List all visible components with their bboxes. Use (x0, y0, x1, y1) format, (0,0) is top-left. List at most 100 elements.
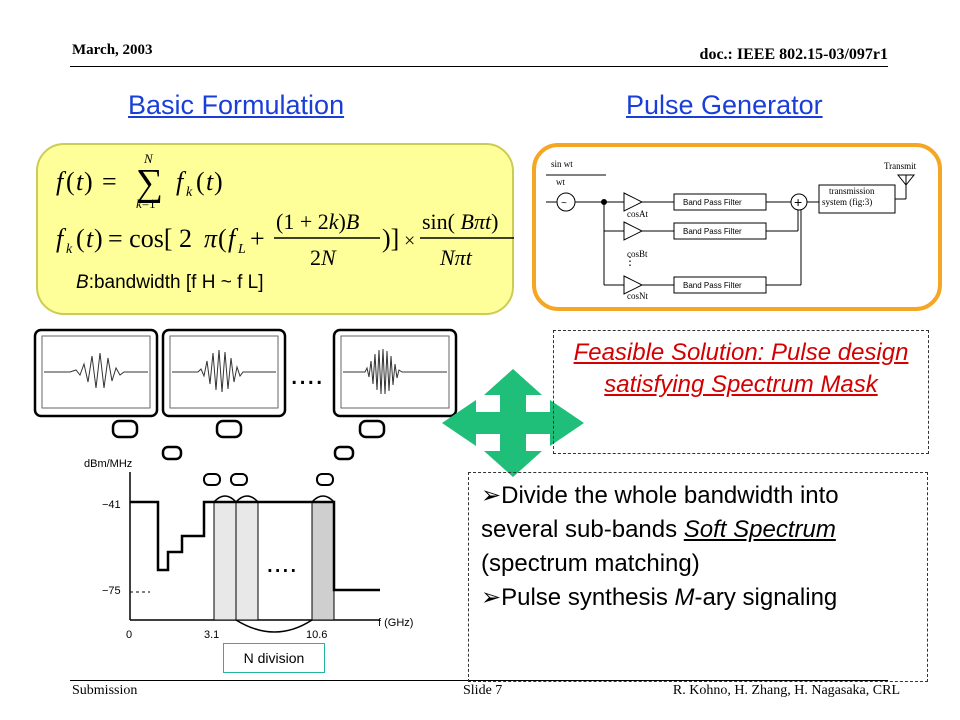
pulse-generator-diagram: sin wt wt Transmit cosAt cosBt cosNt tra… (546, 159, 917, 301)
header-rule (70, 66, 888, 67)
spectrum-mask-plot: dBm/MHz −41 −75 0 3.1 10.6 f (GHz) .... (84, 458, 413, 641)
svg-text:f: f (56, 167, 67, 196)
pg-bpf-a-label: Band Pass Filter (683, 198, 742, 207)
spectrum-xtick-10-6: 10.6 (306, 629, 327, 641)
bullet-1-tail: (spectrum matching) (481, 550, 700, 577)
svg-text:): ) (94, 224, 103, 253)
svg-text:t: t (206, 167, 214, 196)
svg-text:k: k (186, 185, 193, 200)
monitor-1-stand (111, 419, 139, 439)
svg-text:(: ( (218, 224, 227, 253)
waveform-1 (44, 352, 148, 389)
pg-wt-label: wt (556, 177, 565, 187)
pg-sin-label: sin wt (551, 159, 573, 169)
sub-band-1 (213, 501, 237, 621)
sub-band-n (311, 501, 335, 621)
bullet-2-text: Pulse synthesis (501, 584, 675, 611)
soft-spectrum-term: Soft Spectrum (683, 516, 836, 543)
pg-cos-a: cosAt (627, 209, 648, 219)
spectrum-ytick-41: −41 (102, 499, 121, 511)
svg-text:(: ( (196, 167, 205, 196)
spectrum-ylabel: dBm/MHz (84, 458, 132, 470)
svg-text:+: + (794, 194, 802, 210)
pg-tx-system-2: system (fig:3) (822, 197, 872, 207)
thought-bubble-1 (161, 445, 183, 461)
pg-mixer-a-icon (623, 192, 644, 212)
waveform-3 (343, 348, 447, 395)
pg-bpf-b-label: Band Pass Filter (683, 227, 742, 236)
svg-text:sin( Bπt): sin( Bπt) (422, 209, 498, 234)
svg-text:(1 + 2k)B: (1 + 2k)B (276, 209, 359, 234)
bullet-1-text: Divide the whole bandwidth into several … (481, 482, 839, 543)
svg-text:N: N (143, 151, 154, 166)
svg-text:t: t (76, 167, 84, 196)
pg-mixer-b-icon (623, 221, 644, 241)
sub-band-2 (235, 501, 259, 621)
spectrum-xlabel: f (GHz) (378, 617, 413, 629)
bullet-list: ➢Divide the whole bandwidth into several… (468, 472, 928, 682)
formula-box (36, 143, 514, 315)
spectrum-ellipsis: .... (266, 547, 297, 578)
spectrum-xtick-3-1: 3.1 (204, 629, 219, 641)
bandwidth-range: :bandwidth [f H ~ f L] (88, 272, 264, 293)
bullet-pulse-synthesis: ➢Pulse synthesis M-ary signaling (481, 581, 917, 615)
pg-mixer-n-icon (623, 275, 644, 295)
pulse-generator-box (532, 143, 942, 311)
svg-text:+: + (250, 224, 265, 253)
svg-text:(: ( (66, 167, 75, 196)
heading-pulse-generator[interactable]: Pulse Generator (626, 90, 823, 120)
feasible-solution-text: Feasible Solution: Pulse design satisfyi… (573, 339, 909, 398)
footer-authors: R. Kohno, H. Zhang, H. Nagasaka, CRL (672, 683, 900, 698)
svg-text:= cos[ 2: = cos[ 2 (108, 224, 192, 253)
pg-cos-b: cosBt (627, 249, 648, 259)
svg-text:Nπt: Nπt (439, 245, 473, 270)
bullet-divide-bandwidth: ➢Divide the whole bandwidth into several… (481, 479, 917, 581)
header-date: March, 2003 (72, 42, 153, 58)
svg-text:k: k (66, 242, 73, 257)
feasible-solution-box: Feasible Solution: Pulse design satisfyi… (553, 330, 929, 454)
svg-text:): ) (214, 167, 223, 196)
svg-text:): ) (84, 167, 93, 196)
footer-submission: Submission (72, 683, 138, 698)
svg-text:k=1: k=1 (136, 196, 156, 211)
svg-text:f: f (56, 224, 67, 253)
n-division-label: N division (223, 643, 325, 673)
monitors-ellipsis: .... (290, 358, 323, 391)
pg-cos-n: cosNt (627, 291, 648, 301)
pg-tx-system-1: transmission (829, 186, 875, 196)
svg-text:f: f (228, 224, 239, 253)
bandwidth-label: B:bandwidth [f H ~ f L] (76, 272, 263, 294)
waveform-2 (172, 349, 276, 393)
svg-text:L: L (237, 242, 246, 257)
svg-text:)]: )] (382, 224, 399, 253)
svg-text:(: ( (76, 224, 85, 253)
svg-text:=: = (102, 167, 117, 196)
monitor-3-stand (358, 419, 386, 439)
bandwidth-var: B (76, 272, 89, 293)
svg-text:∑: ∑ (136, 162, 163, 204)
svg-text:~: ~ (561, 198, 567, 209)
svg-text:t: t (86, 224, 94, 253)
svg-text:2N: 2N (310, 245, 337, 270)
footer-rule (70, 680, 888, 681)
header-doc-id: doc.: IEEE 802.15-03/097r1 (699, 46, 888, 63)
spectrum-ytick-75: −75 (102, 585, 121, 597)
heading-basic-formulation[interactable]: Basic Formulation (128, 90, 345, 120)
svg-text:π: π (204, 224, 218, 253)
spectrum-xtick-0: 0 (126, 629, 132, 641)
monitor-2-stand (215, 419, 243, 439)
svg-text:⋮: ⋮ (624, 254, 636, 268)
pg-antenna-icon (896, 174, 916, 186)
bullet-arrow-icon: ➢ (481, 482, 502, 509)
svg-text:f: f (176, 167, 187, 196)
bullet-arrow-icon: ➢ (481, 584, 502, 611)
four-way-arrow-icon (442, 369, 584, 477)
bullet-2-tail: -ary signaling (694, 584, 838, 611)
footer-slide-number: Slide 7 (463, 683, 503, 698)
formula-equations: f (t) = ∑ N k=1 f k (t) f k (t) = cos[ 2… (56, 151, 514, 270)
monitor-illustrations: .... (33, 328, 458, 461)
thought-bubble-2 (333, 445, 355, 461)
pg-transmit-label: Transmit (884, 161, 917, 171)
pg-bpf-n-label: Band Pass Filter (683, 281, 742, 290)
m-ary-term: M (674, 584, 695, 611)
